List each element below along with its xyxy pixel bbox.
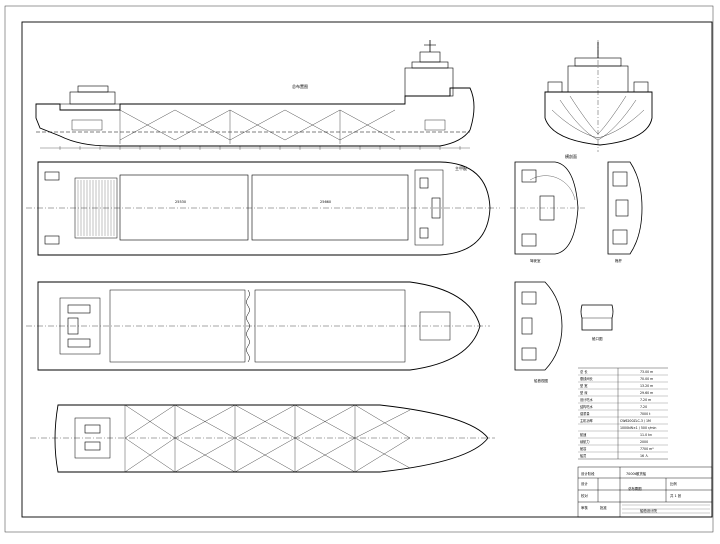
profile-view-label: 总布置图 [292,83,308,89]
particular-value-2: 13.20 m [640,384,653,388]
lower-bridge-detail: 船首视图 [514,281,563,383]
particular-name-5: 结构吃水 [580,404,594,409]
deck-plan-view: 主甲板 25530 25660 [26,161,500,256]
title-header-right: 7000t散货船 [626,471,647,476]
particular-value-12: 16 人 [640,454,649,458]
sheet-border-outer [4,5,714,533]
mast-detail-label: 桅杆 [615,258,623,263]
particular-value-6: 7000 t [640,412,651,416]
title-block: 设计阶段 7000t散货船 设计 校对 总布置图 比例 共 1 张 审核 批准 … [577,466,713,518]
section-view: 横剖面 [544,40,653,159]
title-scale-label: 比例 [670,481,677,486]
lower-bridge-label: 船首视图 [534,378,548,383]
sheet-border-inner [21,21,713,518]
signature-reviewer: 审核 [581,505,588,510]
hatch-detail-label: 舱口图 [592,336,603,341]
particular-value-8: 1000kW×1 / 500 r/min [620,426,656,430]
particular-value-3: 29.60 m [640,391,653,395]
particular-name-4: 设计吃水 [580,397,594,402]
particular-name-12: 船员 [580,453,586,458]
section-view-label: 横剖面 [565,153,577,159]
particular-name-7: 主机功率 [580,418,594,423]
title-sheet-label: 共 1 张 [670,493,682,498]
particular-value-1: 70.00 m [640,377,653,381]
title-org: 船舶设计院 [640,508,658,513]
signature-designer: 设计 [581,481,588,486]
title-drawing-name: 总布置图 [628,486,642,491]
hold-length-b: 25660 [320,200,331,204]
particular-name-11: 舱容 [580,446,587,451]
particular-name-9: 航速 [580,432,587,437]
title-header-left: 设计阶段 [581,471,595,476]
signature-approver: 批准 [600,505,607,510]
profile-view: 总布置图 [35,40,475,150]
particular-value-10: 2000 [640,440,648,444]
mast-detail-view: 桅杆 [607,161,643,263]
particular-name-1: 垂线间长 [580,376,594,381]
deck-plan-label: 主甲板 [455,165,467,171]
bridge-detail-view: 驾驶室 [510,161,585,263]
hold-length-a: 25530 [175,200,186,204]
particular-name-10: 续航力 [580,439,590,444]
hatch-detail: 舱口图 [580,304,614,341]
particular-name-2: 型 宽 [580,383,588,388]
particular-value-11: 7700 m³ [640,447,654,451]
hold-plan-view [26,281,490,371]
particular-value-9: 11.0 kn [640,433,652,437]
particulars-table: 总 长 73.00 m 垂线间长 70.00 m 型 宽 13.20 m 型 深… [578,367,668,460]
particular-value-7: CW6200ZLC-3 / 1M [620,419,651,423]
bridge-detail-label: 驾驶室 [530,258,541,263]
particular-value-5: 7.20 [640,405,647,409]
particular-name-3: 型 深 [580,390,588,395]
particular-name-6: 载重量 [580,411,590,416]
particular-name-0: 总 长 [580,369,588,374]
particular-value-0: 73.00 m [640,370,653,374]
bottom-plan-view [30,404,495,473]
particular-value-4: 7.20 m [640,398,651,402]
signature-checker: 校对 [581,493,588,498]
